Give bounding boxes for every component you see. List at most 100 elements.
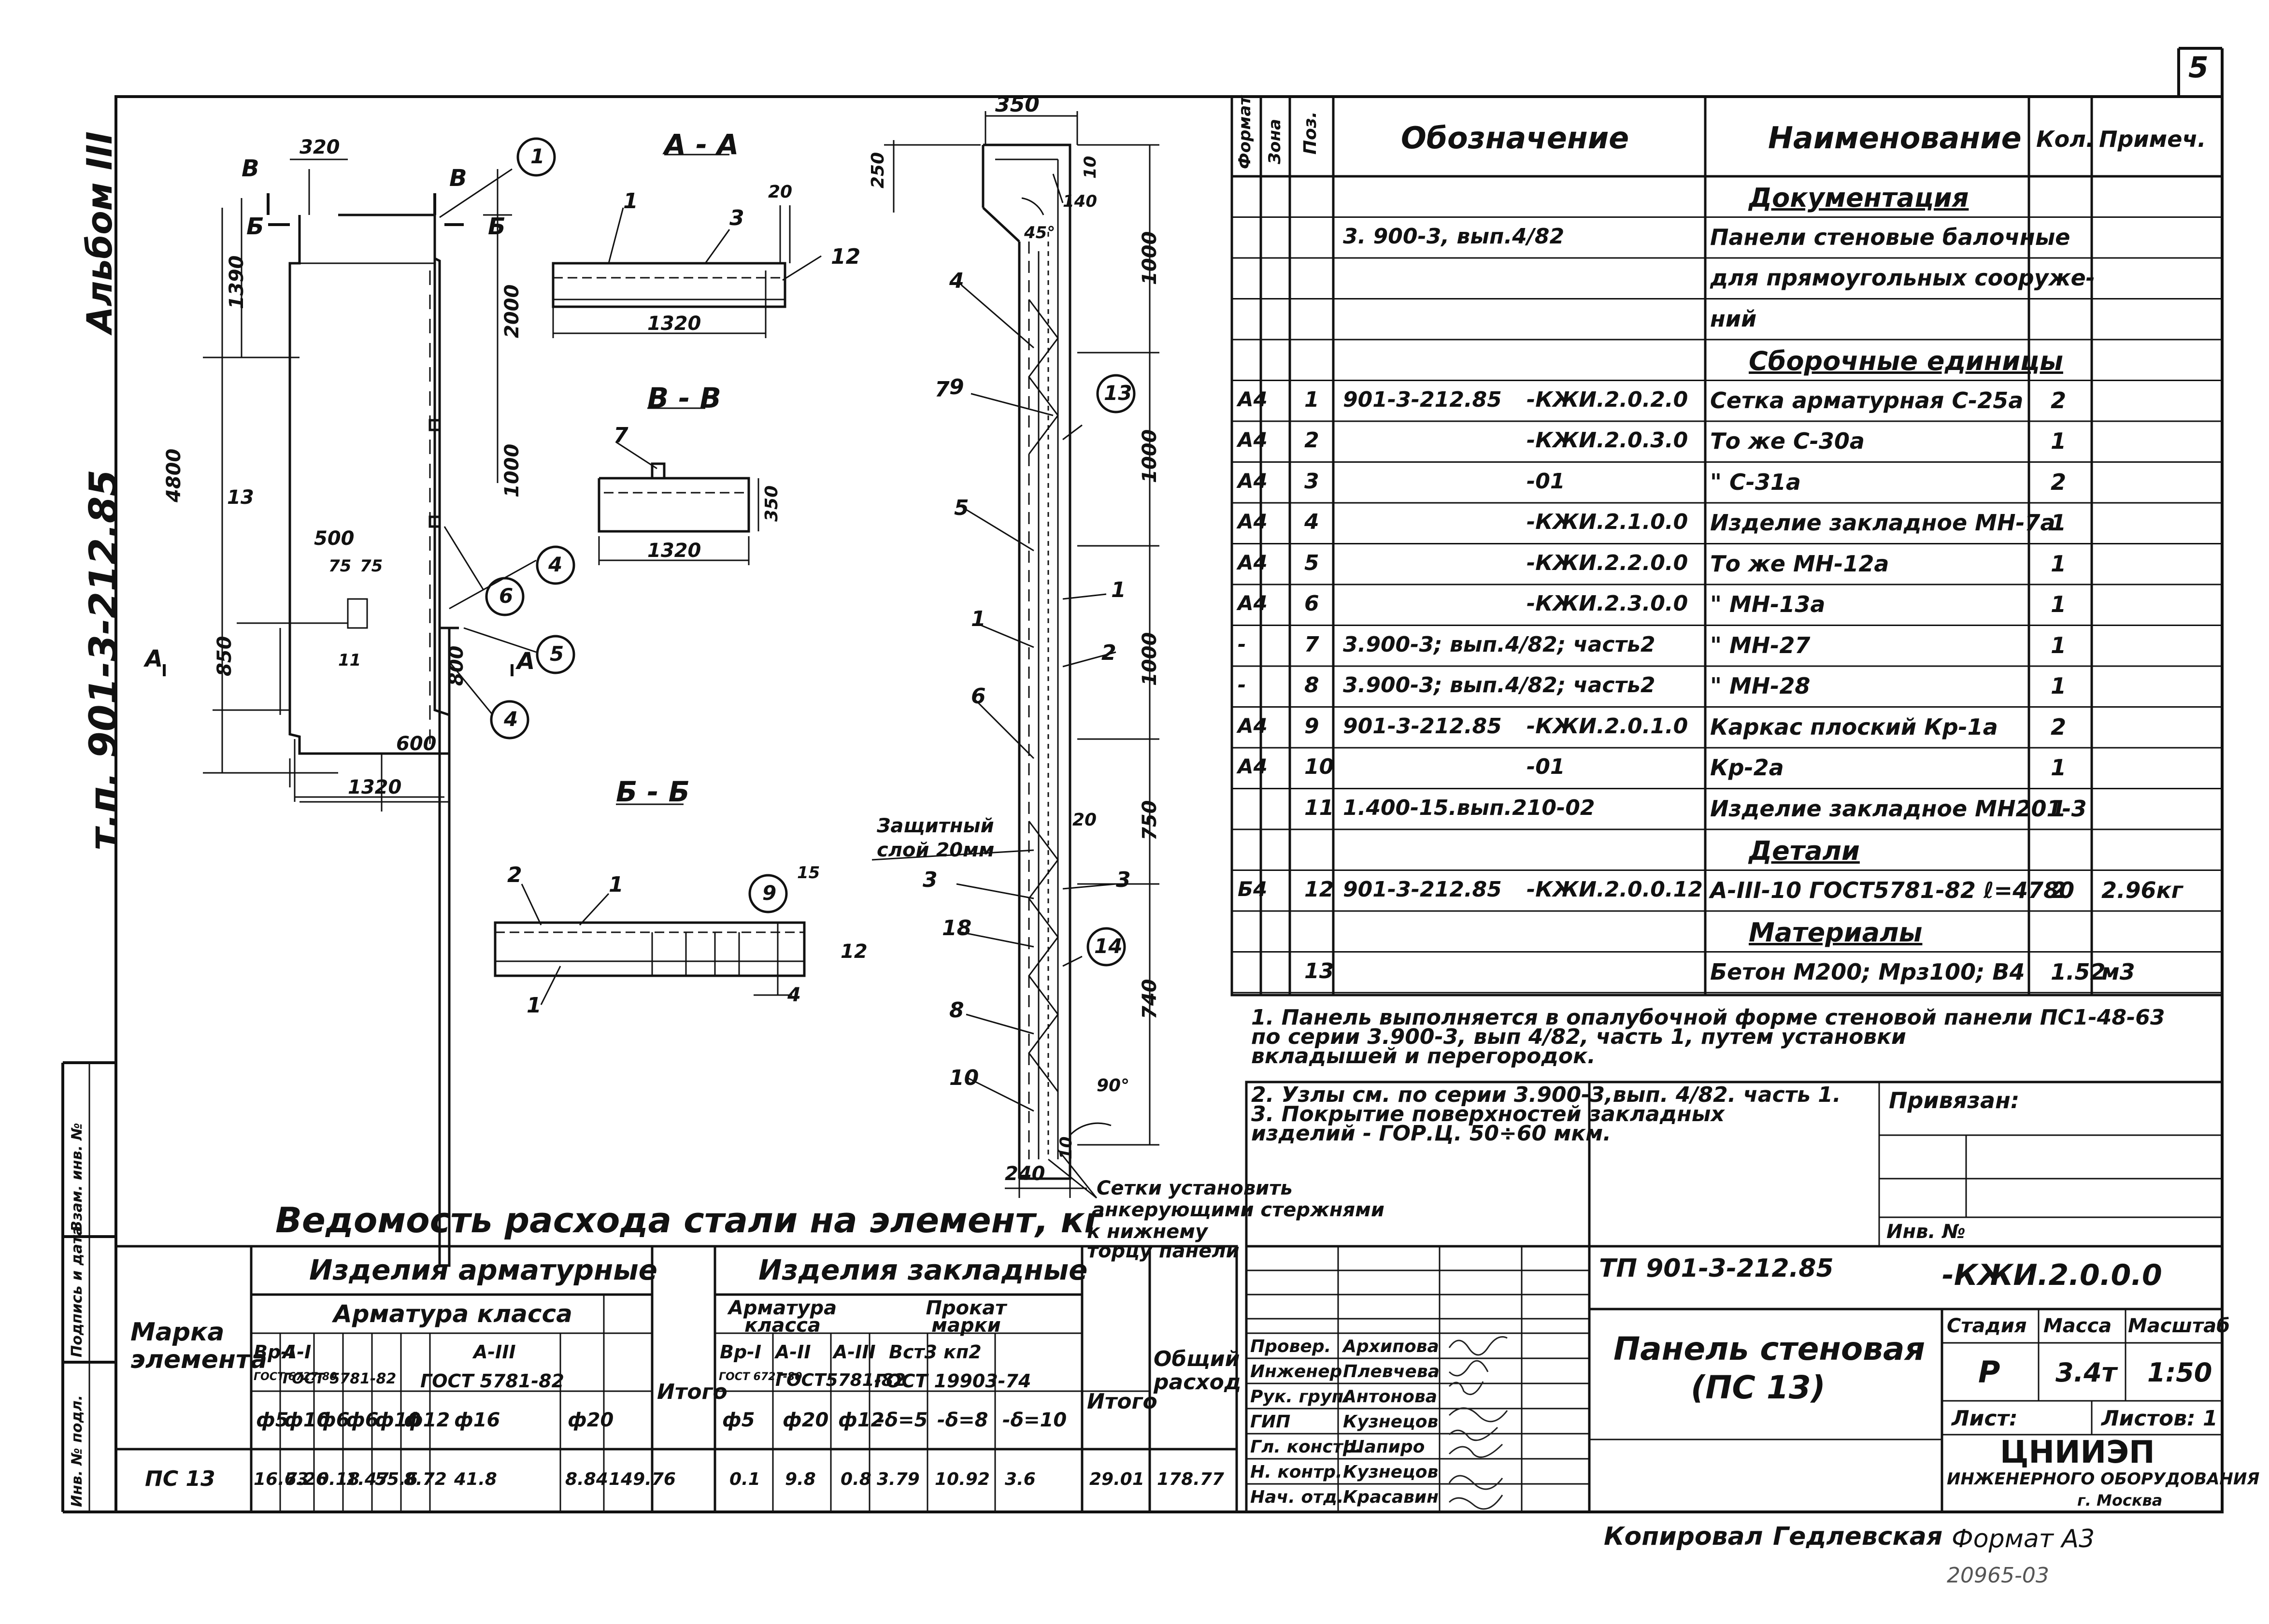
spec-pos: 2	[1304, 428, 1319, 453]
spec-qty: 1	[2051, 795, 2067, 822]
dim-20-aa: 20	[768, 182, 793, 202]
spec-designation: 901-3-212.85	[1343, 713, 1502, 739]
steel-value: 16.63	[254, 1469, 309, 1489]
steel-diameter: ф20	[783, 1409, 829, 1431]
spec-section-heading: Сборочные единицы	[1749, 346, 2063, 376]
spec-format: А4	[1238, 469, 1268, 493]
steel-diameter: ф20	[568, 1409, 614, 1431]
spec-qty: 2	[2051, 469, 2067, 495]
spec-section-heading: Материалы	[1749, 917, 1923, 948]
spec-name: " МН-27	[1710, 632, 1811, 658]
spec-section-heading: Детали	[1749, 836, 1860, 866]
pos-18-section: 18	[942, 916, 972, 940]
spec-pos: 10	[1304, 755, 1334, 779]
tb-person-name: Кузнецов	[1343, 1412, 1439, 1432]
spec-h-format: Формат	[1235, 96, 1255, 169]
spec-designation: 1.400-15.вып.210-02	[1343, 795, 1595, 820]
tb-org-1: ЦНИИЭП	[2000, 1435, 2155, 1470]
steel-class: Вр-I	[254, 1341, 296, 1363]
dim-2000: 2000	[501, 284, 523, 338]
spec-format: А4	[1238, 510, 1268, 533]
tb-person-name: Антонова	[1343, 1387, 1438, 1407]
format-label: Формат А3	[1952, 1524, 2095, 1553]
spec-qty: 2	[2051, 877, 2067, 903]
pos-8-section: 8	[949, 998, 964, 1023]
spec-name: для прямоугольных сооруже-	[1710, 265, 2095, 291]
dim-500: 500	[314, 527, 355, 550]
tb-name-1: Панель стеновая	[1613, 1330, 1925, 1368]
pos-1-aa: 1	[623, 189, 638, 214]
pos-4-vv: 4	[787, 984, 801, 1006]
spec-pos: 4	[1304, 510, 1319, 534]
steel-rolled: Прокат марки	[926, 1297, 1007, 1337]
cut-mark-a-right: А	[517, 648, 535, 675]
spec-name: " МН-13а	[1710, 591, 1826, 617]
pos-1b-vv: 1	[527, 993, 542, 1018]
inv-no: Инв. №	[1886, 1221, 1966, 1243]
tb-org-2: ИНЖЕНЕРНОГО ОБОРУДОВАНИЯ	[1947, 1469, 2260, 1489]
dim-1000-c: 1000	[1139, 632, 1161, 686]
tb-org-3: г. Москва	[2077, 1491, 2163, 1510]
strip-replace-inv: Взам. инв. №	[69, 1123, 86, 1232]
steel-diameter: ф5	[722, 1409, 755, 1431]
spec-format: А4	[1238, 591, 1268, 615]
steel-title: Ведомость расхода стали на элемент, кг	[275, 1200, 1103, 1240]
spec-h-note: Примеч.	[2099, 126, 2206, 152]
steel-diameter: ф10	[284, 1409, 330, 1431]
spec-h-pos: Поз.	[1300, 111, 1320, 155]
spec-designation-code: -КЖИ.2.0.0.12	[1527, 877, 1703, 902]
spec-designation: 3.900-3; вып.4/82; часть2	[1343, 632, 1655, 657]
spec-format: Б4	[1238, 877, 1268, 901]
note-line: 3. Покрытие поверхностей закладных	[1251, 1102, 1725, 1126]
dim-20-section: 20	[1072, 810, 1097, 830]
tb-stage: Р	[1978, 1354, 2000, 1390]
spec-designation: 3. 900-3, вып.4/82	[1343, 224, 1565, 249]
steel-value: 7.26	[285, 1469, 328, 1489]
strip-signature: Подпись и дата	[69, 1225, 86, 1357]
spec-pos: 5	[1304, 550, 1319, 575]
spec-designation-code: -КЖИ.2.1.0.0	[1527, 510, 1688, 534]
spec-name: Изделие закладное МН201-3	[1710, 795, 2087, 822]
spec-name: Бетон М200; Мрз100; В4	[1710, 958, 2025, 985]
steel-value: 29.01	[1089, 1469, 1144, 1489]
tb-scale: 1:50	[2147, 1357, 2212, 1388]
spec-name: Сетка арматурная С-25а	[1710, 387, 2024, 413]
steel-grand-header: Общий расход	[1154, 1347, 1242, 1395]
spec-qty: 1	[2051, 550, 2067, 577]
spec-qty: 1	[2051, 755, 2067, 781]
spec-designation: 901-3-212.85	[1343, 387, 1502, 412]
spec-name: " С-31а	[1710, 469, 1801, 495]
tb-name-2: (ПС 13)	[1691, 1369, 1826, 1406]
steel-emb-header: Изделия закладные	[758, 1254, 1088, 1286]
steel-diameter: -δ=5	[877, 1409, 928, 1431]
spec-designation-code: -КЖИ.2.0.2.0	[1527, 387, 1688, 412]
dim-240: 240	[1005, 1163, 1045, 1185]
steel-value: 8.84	[565, 1469, 608, 1489]
stamp-number: 20965-03	[1947, 1563, 2049, 1588]
steel-class: А-I	[283, 1341, 312, 1363]
dim-1320-elev: 1320	[348, 776, 402, 798]
steel-value: 3.79	[877, 1469, 920, 1489]
pos-9-section: 9	[949, 375, 964, 399]
dim-320: 320	[300, 136, 340, 158]
tb-person-role: Рук. груп.	[1250, 1387, 1351, 1407]
cut-mark-b-right: Б	[488, 213, 506, 240]
spec-h-name: Наименование	[1768, 120, 2022, 156]
steel-value: 55.6	[375, 1469, 418, 1489]
dim-1390: 1390	[226, 255, 248, 309]
pos-5-section: 5	[954, 496, 969, 520]
spec-name: Кр-2а	[1710, 755, 1784, 781]
dim-850: 850	[214, 636, 236, 677]
pos-10-section: 10	[949, 1066, 979, 1090]
steel-value: 178.77	[1157, 1469, 1224, 1489]
spec-qty: 1	[2051, 428, 2067, 454]
steel-diameter: -δ=10	[1002, 1409, 1067, 1431]
spec-format: А4	[1238, 713, 1268, 738]
tb-person-name: Шапиро	[1343, 1437, 1425, 1457]
steel-class: А-II	[775, 1341, 811, 1363]
protective-layer-1: Защитный	[877, 815, 994, 837]
anchor-note-3: к нижнему	[1087, 1221, 1208, 1243]
tb-person-role: Н. контр.	[1250, 1462, 1342, 1482]
tb-person-role: ГИП	[1250, 1412, 1291, 1432]
